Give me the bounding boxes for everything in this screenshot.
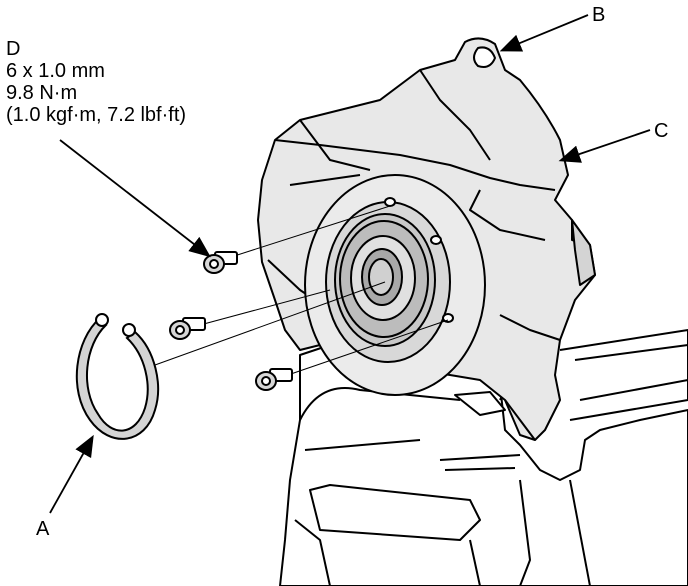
assembly-lines	[154, 205, 449, 377]
leader-arrow-a	[49, 434, 94, 514]
callout-label-c: C	[654, 120, 669, 142]
callout-label-b: B	[592, 4, 606, 26]
fastener-spec-callout: D 6 x 1.0 mm 9.8 N·m (1.0 kgf·m, 7.2 lbf…	[6, 38, 186, 126]
callout-label-a: A	[36, 518, 50, 540]
fastener-torque-alt: (1.0 kgf·m, 7.2 lbf·ft)	[6, 104, 187, 126]
flange-bolt-bottom	[255, 368, 293, 391]
leader-arrow-b	[499, 14, 589, 52]
fastener-size: 6 x 1.0 mm	[6, 60, 105, 82]
leader-arrow-c	[558, 129, 651, 163]
leader-arrows	[49, 14, 651, 514]
snap-ring	[75, 313, 159, 440]
knuckle-body	[279, 329, 688, 586]
flange-bolt-middle	[169, 317, 206, 340]
hub-bearing	[304, 174, 486, 396]
leader-arrow-d	[59, 139, 211, 258]
fastener-torque: 9.8 N·m	[6, 82, 78, 104]
callout-label-d: D	[6, 38, 21, 60]
flange-bolt-top	[203, 251, 238, 274]
